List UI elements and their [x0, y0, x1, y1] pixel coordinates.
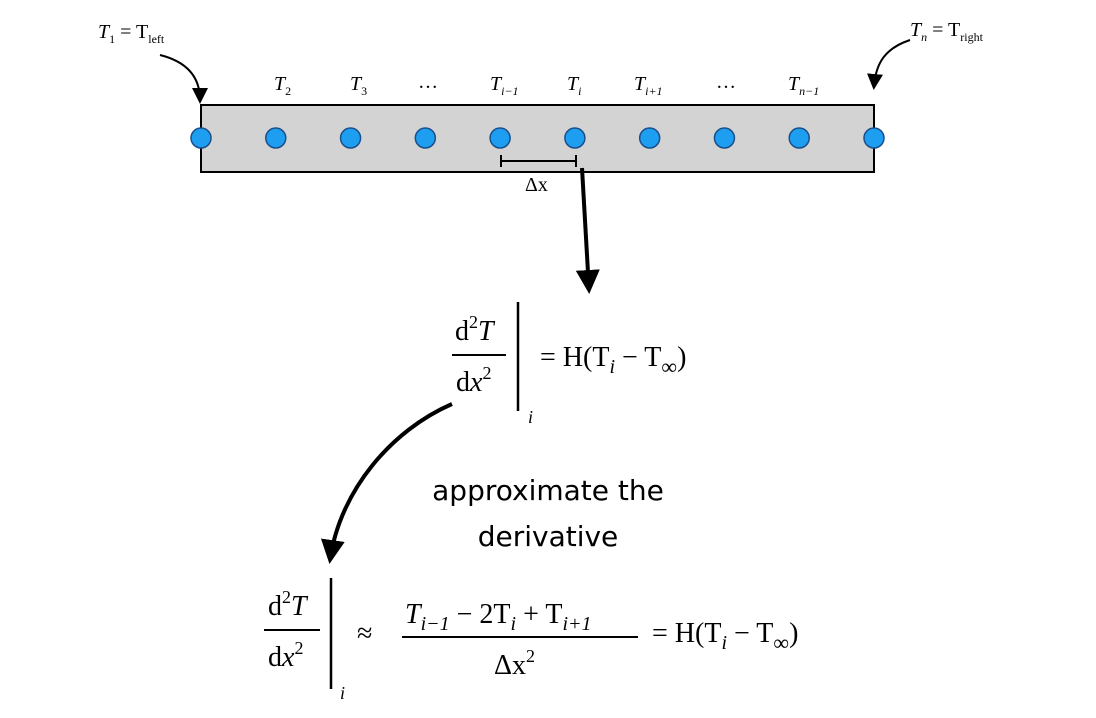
svg-text:dx2: dx2 [268, 638, 303, 673]
svg-text:dx2: dx2 [456, 363, 491, 398]
grid-node-6 [564, 127, 586, 149]
label-t3: T3 [350, 73, 367, 98]
node-labels: T2 T3 … Ti−1 Ti Ti+1 … Tn−1 [274, 71, 819, 98]
svg-text:= H(Ti − T∞): = H(Ti − T∞) [652, 618, 798, 655]
boundary-label-left: T1 = Tleft [98, 21, 165, 46]
finite-difference-equation: d2T dx2 i ≈ Ti−1 − 2Ti + Ti+1 Δx2 = H(Ti… [264, 578, 798, 703]
grid-node-4 [414, 127, 437, 149]
svg-text:Ti−1 − 2Ti + Ti+1: Ti−1 − 2Ti + Ti+1 [405, 599, 592, 635]
svg-text:d2T: d2T [455, 312, 496, 347]
label-t-i-minus-1: Ti−1 [490, 73, 519, 98]
svg-text:T1 = Tleft: T1 = Tleft [98, 21, 165, 46]
boundary-label-right: Tn = Tright [910, 19, 984, 44]
label-t-n-minus-1: Tn−1 [788, 73, 819, 98]
grid-node-8 [713, 127, 736, 149]
label-dots-2: … [716, 71, 736, 93]
svg-text:≈: ≈ [357, 618, 372, 649]
caption-line-2: derivative [478, 520, 619, 553]
svg-text:i: i [528, 407, 533, 427]
grid-node-7 [638, 127, 661, 149]
svg-text:= H(Ti − T∞): = H(Ti − T∞) [540, 342, 686, 379]
grid-node-9 [788, 127, 810, 149]
dx-spacing-marker [500, 155, 577, 167]
grid-node-3 [339, 127, 362, 149]
grid-node-10 [863, 127, 885, 149]
dx-label: Δx [525, 174, 548, 196]
arrow-to-ode [575, 167, 600, 294]
label-t2: T2 [274, 73, 291, 98]
svg-text:Δx2: Δx2 [494, 646, 535, 681]
label-t-i-plus-1: Ti+1 [634, 73, 663, 98]
label-t-i: Ti [567, 73, 581, 98]
ode-equation: d2T dx2 i = H(Ti − T∞) [452, 302, 686, 427]
grid-nodes [190, 127, 885, 149]
grid-node-2 [265, 127, 287, 149]
caption-line-1: approximate the [432, 474, 664, 507]
svg-text:Tn = Tright: Tn = Tright [910, 19, 984, 44]
boundary-arrow-right [867, 39, 911, 90]
grid-node-5 [489, 127, 511, 149]
boundary-arrow-left [159, 54, 208, 104]
svg-text:i: i [340, 683, 345, 703]
label-dots-1: … [418, 71, 438, 93]
grid-node-1 [190, 127, 212, 149]
arrow-to-finite-difference [320, 402, 453, 564]
svg-text:d2T: d2T [268, 587, 309, 622]
